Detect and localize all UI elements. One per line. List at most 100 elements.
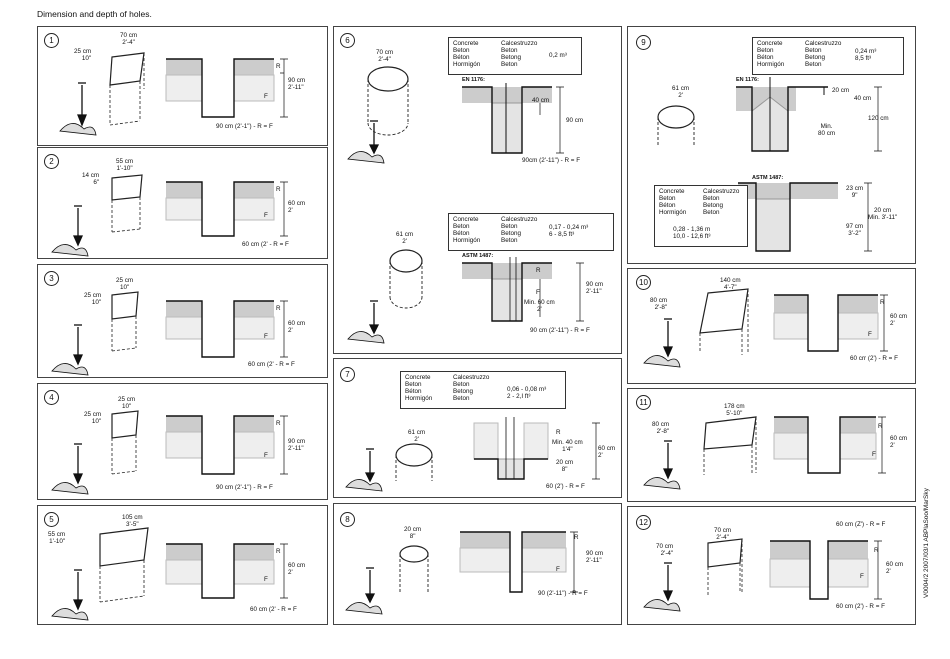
- r-label: R: [556, 429, 561, 436]
- shovel-icon: [347, 120, 385, 164]
- r-label: R: [276, 305, 281, 312]
- hole-diagram: [643, 538, 882, 612]
- ground-section: [773, 294, 888, 352]
- hole-diagram: [345, 531, 578, 615]
- r-label: R: [874, 547, 879, 554]
- ground-section: [165, 181, 288, 237]
- formula: 60 cm (2' - R = F: [248, 361, 295, 368]
- r-label: R: [276, 420, 281, 427]
- panel-number: 5: [44, 512, 59, 527]
- hole-diagram: [643, 416, 886, 490]
- hole-diagram: [51, 291, 288, 376]
- standard-label: EN 1176:: [736, 77, 759, 83]
- side-note: V0004/2 2007/03/1 ABPlaSoo/MarSky: [923, 488, 930, 598]
- shovel-icon: [51, 443, 89, 495]
- shovel-icon: [345, 567, 383, 615]
- ground-section-astm: [462, 257, 584, 322]
- hole-diagram: [51, 410, 288, 495]
- f-label: F: [264, 212, 268, 219]
- formula: 60 cm (2' - R = F: [242, 241, 289, 248]
- dim-b: 40 cm: [854, 95, 872, 102]
- f-label: F: [264, 452, 268, 459]
- f-label: F: [868, 331, 872, 338]
- f-label: F: [872, 451, 876, 458]
- panel-number: 8: [340, 512, 355, 527]
- f-label: F: [536, 289, 540, 296]
- f-label: F: [860, 573, 864, 580]
- hole-diagram: [59, 52, 288, 136]
- panel-number: 3: [44, 271, 59, 286]
- dim-b: 90 cm: [566, 117, 584, 124]
- shovel-icon: [59, 82, 97, 136]
- shovel-icon: [51, 324, 89, 376]
- panel-number: 11: [636, 395, 651, 410]
- ground-section: [769, 540, 882, 600]
- panel-number: 2: [44, 154, 59, 169]
- r-label: R: [276, 548, 281, 555]
- dim-c: 120 cm: [868, 115, 889, 122]
- ground-section: [165, 58, 288, 118]
- r-label: R: [276, 63, 281, 70]
- shovel-icon: [51, 205, 89, 257]
- standard-label-2: ASTM 1487:: [462, 253, 494, 259]
- shovel-icon: [51, 569, 89, 621]
- panel-number: 9: [636, 35, 651, 50]
- shovel-icon: [643, 440, 681, 490]
- f-label: F: [264, 576, 268, 583]
- formula: 90cm (2'-11") - R = F: [522, 157, 581, 164]
- formula: 60 crr (2') - R = F: [850, 355, 898, 362]
- ground-section: [165, 300, 288, 358]
- hole-diagram: [51, 527, 288, 621]
- formula: 60 cm (2') - R = F: [836, 603, 885, 610]
- formula: 90 cm (2'-1") - R = F: [216, 123, 273, 130]
- ground-section: [473, 417, 600, 480]
- hole-outline: [109, 52, 145, 126]
- ground-section-en: [462, 83, 564, 154]
- formula: 60 (2') - R = F: [546, 483, 585, 490]
- hole-diagram: [51, 174, 288, 257]
- formula-top: 60 cm (Z') - R = F: [836, 521, 886, 528]
- min-dim: Min.80 cm: [818, 123, 836, 137]
- f-label: F: [556, 566, 560, 573]
- shovel-icon: [643, 562, 681, 612]
